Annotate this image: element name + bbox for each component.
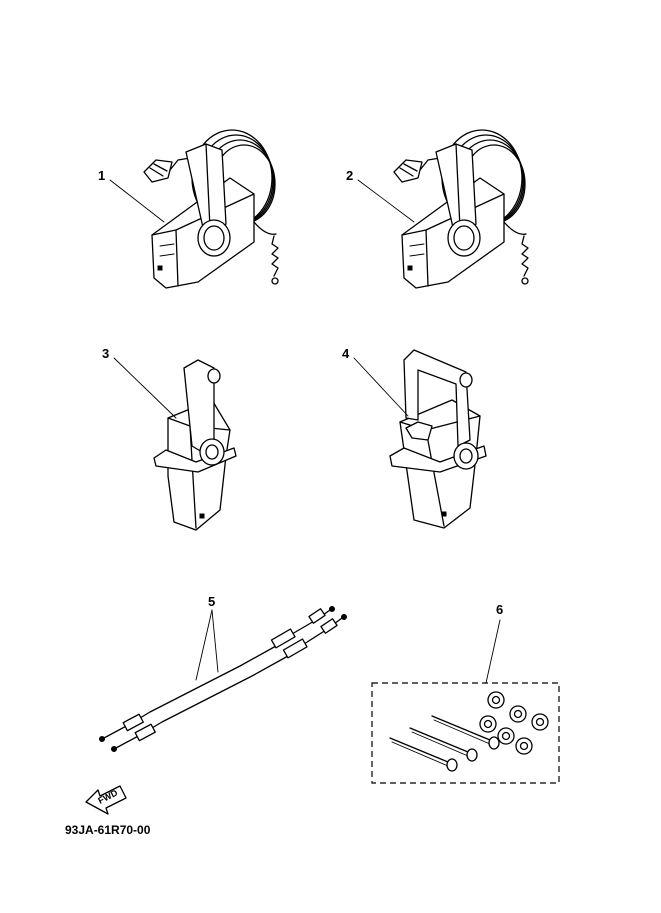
- side-mount-remote-control-icon: [393, 129, 529, 289]
- kit-dashed-frame: [371, 682, 560, 784]
- fwd-direction-arrow: FWD: [85, 785, 127, 815]
- leader-line-3: [113, 357, 177, 419]
- callout-3: 3: [102, 346, 109, 361]
- part-3-binnacle-control: 3: [102, 346, 237, 531]
- leader-line-6: [485, 619, 501, 684]
- part-4-binnacle-control: 4: [342, 346, 487, 529]
- control-cable-pair-icon: [99, 606, 347, 752]
- callout-1: 1: [98, 168, 105, 183]
- binnacle-control-with-handle-icon: [389, 349, 487, 529]
- callout-4: 4: [342, 346, 350, 361]
- part-2-side-mount-control: 2: [346, 129, 529, 289]
- part-5-control-cables: 5: [99, 594, 347, 752]
- drawing-code: 93JA-61R70-00: [65, 823, 151, 837]
- part-1-side-mount-control: 1: [98, 129, 279, 289]
- part-6-bolt-nut-kit: 6: [371, 602, 560, 784]
- bolt-and-nut-kit-icon: [389, 691, 549, 772]
- leader-line-2: [357, 179, 415, 223]
- side-mount-remote-control-icon: [143, 129, 279, 289]
- leader-line-1: [109, 179, 165, 223]
- callout-6: 6: [496, 602, 503, 617]
- leader-line-5a: [195, 609, 213, 681]
- single-lever-binnacle-control-icon: [153, 359, 237, 531]
- leader-line-5b: [211, 609, 219, 673]
- callout-5: 5: [208, 594, 215, 609]
- leader-line-4: [353, 357, 409, 417]
- callout-2: 2: [346, 168, 353, 183]
